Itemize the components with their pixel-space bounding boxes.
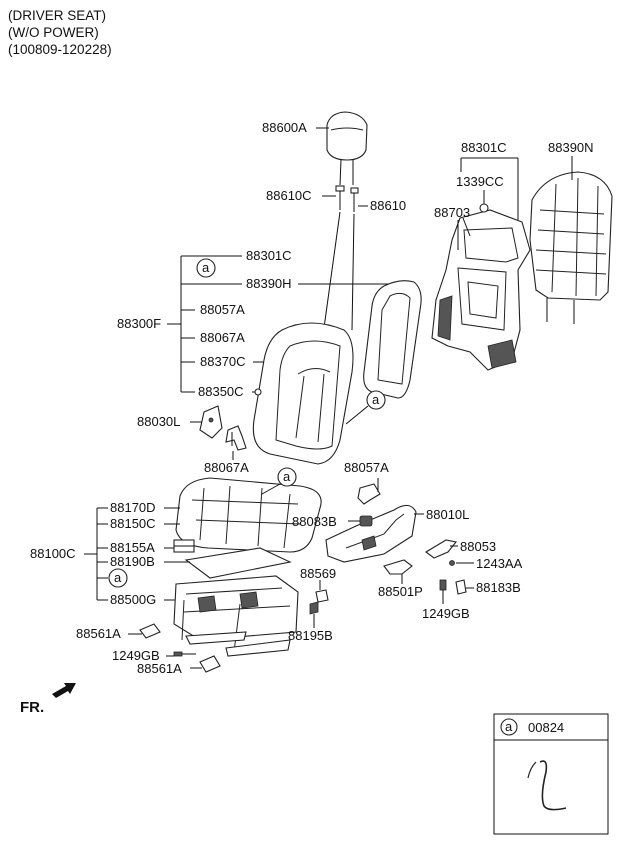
clip-88183B-drawing [455,579,467,595]
label-88100C: 88100C [30,546,76,561]
back-frame-drawing [431,203,531,371]
callout-a-cushion-text: a [283,469,291,484]
block-88155A-drawing [173,539,195,553]
screw-1249GB-right-drawing [439,579,447,604]
clip-88067A-drawing [225,425,247,451]
knob-88083B-drawing [359,515,373,527]
label-88067A: 88067A [204,460,249,475]
header-line-2: (W/O POWER) [8,25,99,40]
label-88301C-group: 88301C [246,248,292,263]
label-88301C-top: 88301C [461,140,507,155]
headrest-guides-drawing [335,185,359,212]
label-88183B: 88183B [476,580,521,595]
label-88083B: 88083B [292,514,337,529]
header-line-3: (100809-120228) [8,42,112,57]
leader-headrest-stem [323,211,341,329]
label-88390N: 88390N [548,140,594,155]
label-88053: 88053 [460,539,496,554]
wire-clip-00824-tip [527,761,537,779]
label-88195B: 88195B [288,628,333,643]
screw-1243AA-drawing [449,560,455,566]
seat-track-drawing [173,575,299,657]
label-1249GB-right: 1249GB [422,606,470,621]
label-88057A-group: 88057A [200,302,245,317]
label-88150C: 88150C [110,516,156,531]
label-88600A: 88600A [262,120,307,135]
leader-headrest-stem-2 [351,213,355,331]
label-88350C: 88350C [198,384,244,399]
callout-a-back-group [196,258,216,278]
part-88561A-left-drawing [139,623,161,639]
front-arrow-icon [52,683,76,698]
label-88703: 88703 [434,205,470,220]
lever-88053-drawing [425,539,457,559]
group-88300F [167,255,242,393]
callout-a-back [366,390,386,410]
label-88370C: 88370C [200,354,246,369]
leader-callout-a-cushion [261,483,281,495]
header-line-1: (DRIVER SEAT) [8,8,106,23]
label-88561A-bottom: 88561A [137,661,182,676]
leader-88703 [462,217,471,237]
label-88390H: 88390H [246,276,292,291]
label-1243AA: 1243AA [476,556,523,571]
label-88190B: 88190B [110,554,155,569]
label-88501P: 88501P [378,584,423,599]
cushion-drawing [175,477,322,553]
bracket-88030L-drawing [199,405,223,439]
cushion-pad-drawing [184,547,292,579]
label-88569: 88569 [300,566,336,581]
lever-88501P-drawing [383,559,413,575]
back-cover-drawing [252,322,354,465]
callout-a-back-group-text: a [202,260,210,275]
label-88030L: 88030L [137,414,180,429]
legend-marker: a [505,719,513,734]
label-88500G: 88500G [110,592,156,607]
callout-a-back-text: a [372,392,380,407]
label-88610: 88610 [370,198,406,213]
side-shield-drawing [325,504,417,563]
legend-box [493,713,609,835]
part-88569-drawing [309,589,329,628]
back-pad-88390N-drawing [529,171,613,324]
label-88170D: 88170D [110,500,156,515]
label-88155A: 88155A [110,540,155,555]
callout-a-cushion-group-text: a [114,570,122,585]
hinge-88057A-drawing [357,478,381,505]
label-1339CC: 1339CC [456,174,504,189]
callout-a-cushion-group [108,568,128,588]
label-88067A-group: 88067A [200,330,245,345]
back-board-drawing [363,280,422,399]
legend-marker-circle [500,718,518,736]
leader-callout-a-back [345,405,369,425]
part-1249GB-left-drawing [173,651,221,673]
group-88100C [84,507,108,601]
label-88300F: 88300F [117,316,161,331]
label-fr: FR. [20,699,44,716]
callout-a-cushion [277,467,297,487]
label-88610C: 88610C [266,188,312,203]
headrest-drawing [326,111,368,186]
label-88561A-left: 88561A [76,626,121,641]
label-1249GB-left: 1249GB [112,648,160,663]
legend-part-number: 00824 [528,720,564,735]
wire-clip-00824-drawing [539,760,567,811]
label-88010L: 88010L [426,507,469,522]
label-88057A: 88057A [344,460,389,475]
